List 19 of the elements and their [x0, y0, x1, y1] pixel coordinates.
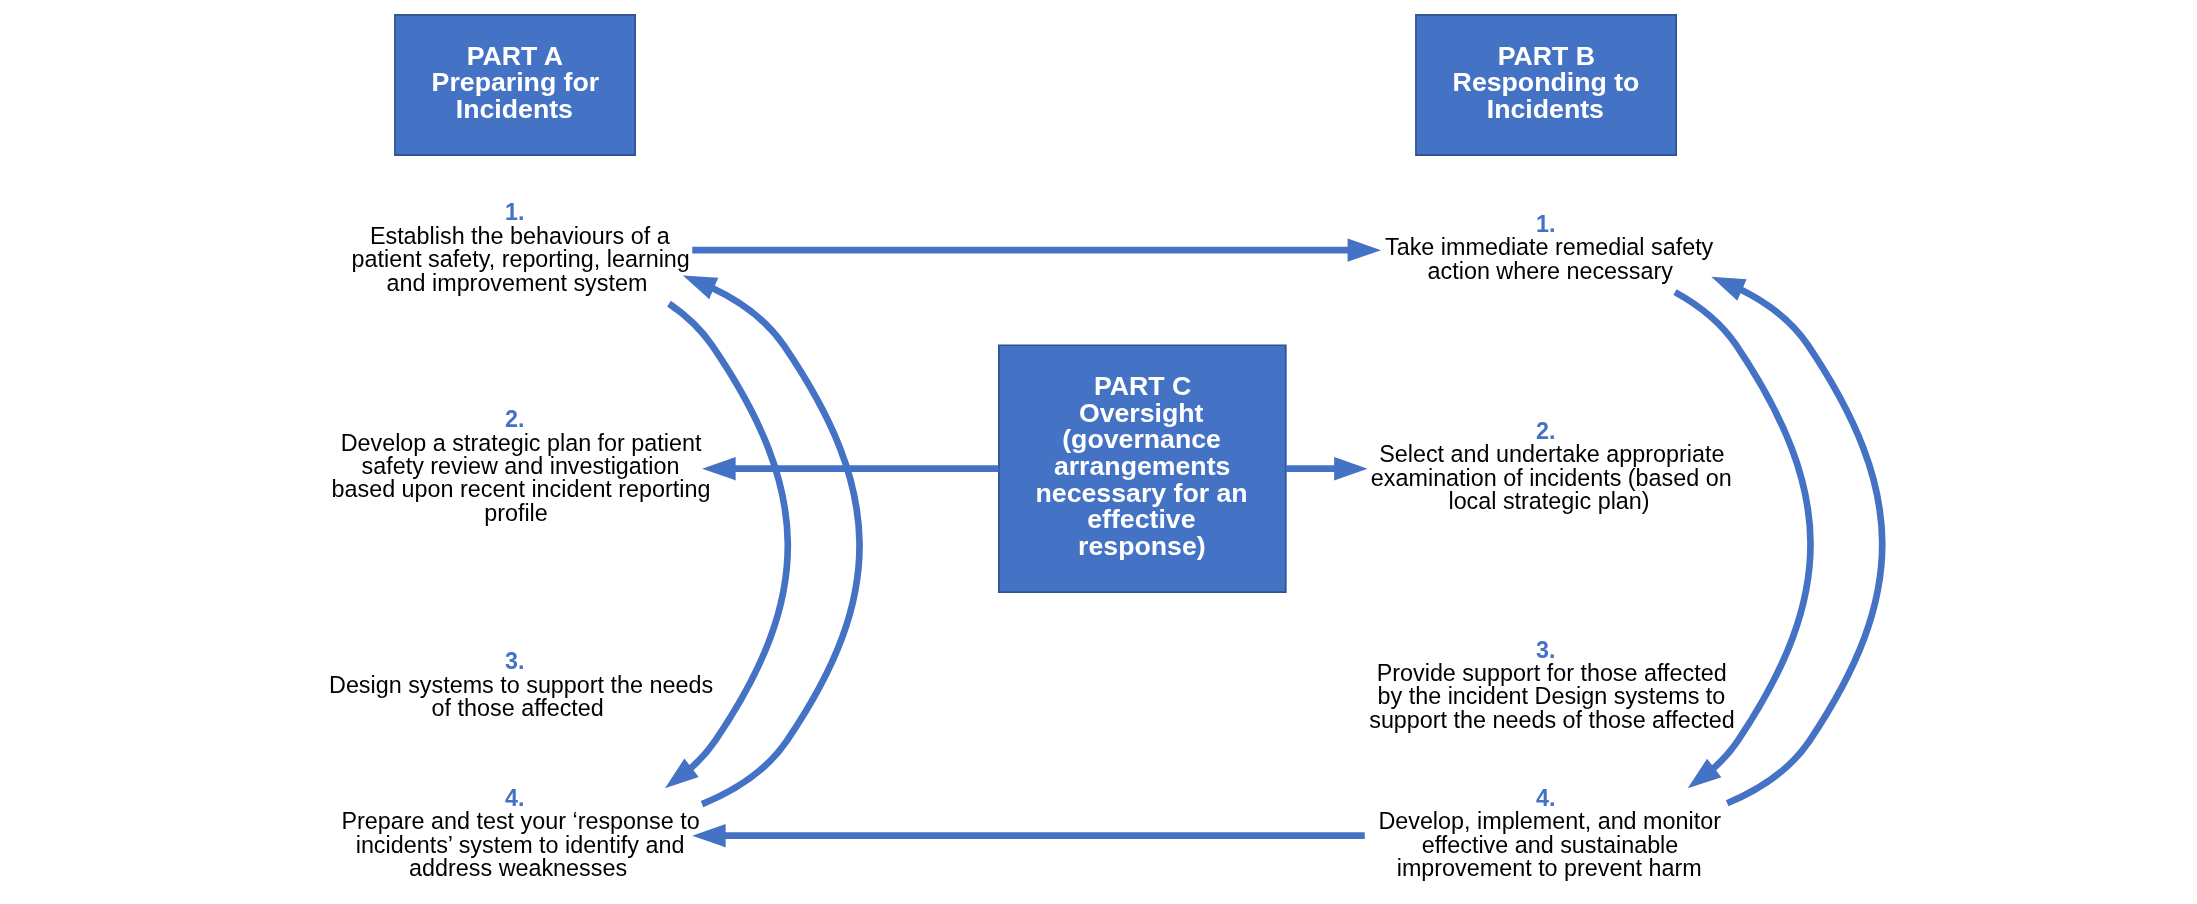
arrow	[682, 275, 863, 808]
arrow	[691, 238, 1381, 262]
node-text: 3. Design systems to support the needs of those affected	[328, 648, 713, 721]
arrow	[1710, 276, 1885, 807]
node-box: PART C Oversight (governance arrangements necessary for an effective response)	[997, 344, 1287, 593]
node-text: 3. Provide support for those affected by the incident Design systems to support the needs of those affected	[1368, 636, 1735, 733]
node-text: 1. Establish the behaviours of a patient safety, reporting, learning and improvement system	[351, 199, 690, 296]
node-text: 1. Take immediate remedial safety action where necessary	[1384, 211, 1713, 284]
node-text: 2. Select and undertake appropriate examination of incidents (based on local strategic plan)	[1370, 417, 1732, 515]
arrow	[1672, 289, 1814, 789]
arrow	[691, 824, 1365, 848]
node-box: PART A Preparing for Incidents	[393, 14, 636, 156]
node-text: 4. Prepare and test your ‘response to incidents’ system to identify and address weaknesses	[341, 785, 700, 882]
node-text: 4. Develop, implement, and monitor effective and sustainable improvement to prevent harm	[1377, 785, 1721, 882]
node-box: PART B Responding to Incidents	[1414, 14, 1677, 156]
arrow	[701, 457, 999, 481]
node-text: 2. Develop a strategic plan for patient safety review and investigation based upon recent incident reporting profile	[331, 406, 710, 526]
arrow	[664, 300, 791, 789]
arrow	[1285, 457, 1368, 481]
